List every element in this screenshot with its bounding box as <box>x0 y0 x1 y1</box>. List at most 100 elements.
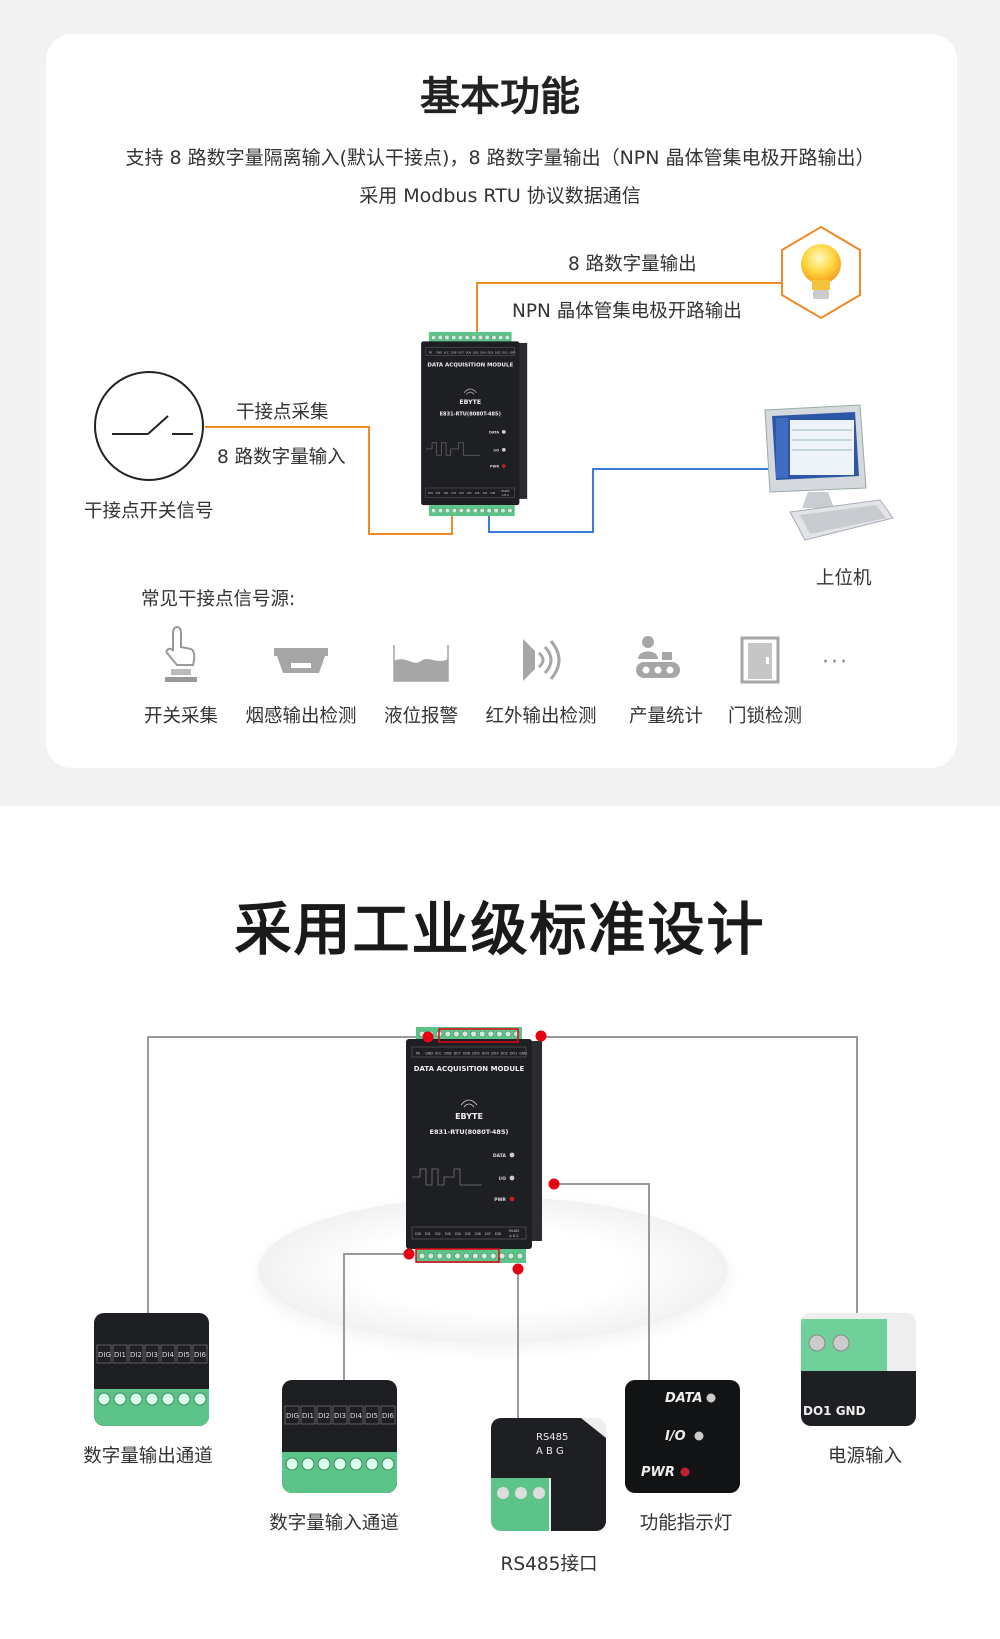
terminal-screw <box>333 1457 347 1471</box>
led-label: DATA <box>493 1153 507 1159</box>
bottom-terminal-block <box>428 505 515 517</box>
terminal-screw <box>317 1457 331 1471</box>
rs485-label: RS485 <box>501 489 510 493</box>
terminal-screw <box>516 1252 524 1260</box>
pin-label: DIG <box>98 1351 111 1359</box>
pin-label: DI4 <box>162 1351 174 1359</box>
thumb-power-input: DO1 GND <box>801 1313 916 1426</box>
thumb-indicator-leds: DATA I/O PWR <box>625 1380 740 1493</box>
host-computer-label: 上位机 <box>816 568 872 589</box>
terminal-screw <box>451 334 457 341</box>
wireless-icon <box>460 1099 478 1108</box>
led-indicator <box>509 1152 515 1158</box>
terminal-screw <box>381 1457 395 1471</box>
pin-label: GND <box>510 350 516 354</box>
terminal-screw <box>491 334 497 341</box>
led-label: DATA <box>489 430 499 434</box>
pin-label: VCC <box>444 350 450 354</box>
connection-lines <box>94 225 894 541</box>
rs485-pins: A B G <box>509 1234 519 1238</box>
device-body <box>421 341 520 506</box>
hand-press-icon <box>165 626 197 682</box>
terminal-screw <box>445 1252 453 1260</box>
pin-label: DI3 <box>334 1412 346 1420</box>
terminal-screw <box>507 508 513 514</box>
terminal-screw <box>479 508 485 514</box>
output-line <box>476 282 781 335</box>
pin-label: DO6 <box>463 1052 470 1056</box>
pin-label: DO2 <box>501 1052 508 1056</box>
led-label: PWR <box>490 465 499 469</box>
thumb-rs485: RS485 A B G <box>491 1418 606 1531</box>
pin-label: DI2 <box>318 1412 330 1420</box>
pin-label: DI6 <box>475 1232 481 1236</box>
module-label: DATA ACQUISITION MODULE <box>414 1065 525 1073</box>
rs485-pins: A B G <box>502 493 509 497</box>
terminal-screw <box>365 1457 379 1471</box>
terminal-screw <box>489 1252 497 1260</box>
pin-label: DO3 <box>488 350 494 354</box>
pin-label: DO7 <box>458 350 464 354</box>
waveform-graphic <box>412 1168 482 1186</box>
terminal-screw <box>507 1252 515 1260</box>
pin-label: DI5 <box>178 1351 190 1359</box>
terminal-screw <box>487 1030 495 1038</box>
callout-line-led <box>554 1183 650 1380</box>
terminal-screw <box>113 1392 127 1406</box>
led-indicator <box>509 1196 515 1202</box>
terminal-screw <box>97 1392 111 1406</box>
led-indicator <box>509 1175 515 1181</box>
pin-label: DO7 <box>454 1052 461 1056</box>
terminal-screw <box>504 1030 512 1038</box>
terminal-screw <box>513 1030 520 1038</box>
terminal-screw <box>285 1457 299 1471</box>
led-label: PWR <box>641 1465 675 1480</box>
source-label: 烟感输出检测 <box>245 706 357 727</box>
terminal-screw <box>301 1457 315 1471</box>
model-label: E831-RTU(8080T-485) <box>440 411 501 417</box>
input-label-2: 8 路数字量输入 <box>217 447 346 468</box>
terminal-screw <box>454 1252 461 1260</box>
pin-label: DO4 <box>480 350 486 354</box>
callout-line-power <box>541 1036 858 1313</box>
terminal-screw <box>435 1030 443 1038</box>
pin-label: DO8 <box>444 1052 451 1056</box>
pin-label: DI4 <box>459 491 464 495</box>
power-pins-label: DO1 GND <box>803 1404 866 1418</box>
terminal-screw <box>498 334 504 341</box>
light-bulb-icon <box>781 225 861 320</box>
terminal-screw <box>477 334 484 341</box>
pin-label: PE <box>429 350 433 354</box>
terminal-screw <box>431 508 437 514</box>
terminal-screw <box>504 334 510 341</box>
callout-label-rs485: RS485接口 <box>500 1554 598 1575</box>
pin-label: DIG <box>286 1412 299 1420</box>
pin-label: DO6 <box>466 350 472 354</box>
pin-label: DI4 <box>350 1412 362 1420</box>
terminal-screw <box>453 1030 460 1038</box>
pin-label: DO3 <box>491 1052 498 1056</box>
switch-signal-label: 干接点开关信号 <box>84 501 214 522</box>
door-icon <box>740 636 780 684</box>
led-indicator <box>501 464 506 469</box>
infrared-icon <box>523 639 561 681</box>
rs485-label: RS485 <box>536 1432 568 1443</box>
section-title-industrial: 采用工业级标准设计 <box>234 897 766 963</box>
led-label: DATA <box>665 1391 703 1406</box>
terminal-screw <box>457 334 464 341</box>
pin-label: DI6 <box>382 1412 394 1420</box>
top-terminal-block <box>428 332 512 343</box>
device-heatsink <box>517 342 528 499</box>
terminal-screw <box>444 334 450 341</box>
model-label: E831-RTU(8080T-485) <box>430 1128 509 1136</box>
terminal-screw <box>418 1252 426 1260</box>
terminal-screw <box>193 1392 207 1406</box>
more-sources-ellipsis: ··· <box>822 650 849 675</box>
pin-label: DI6 <box>194 1351 206 1359</box>
pin-label: DI6 <box>475 491 480 495</box>
pin-label: DI1 <box>436 491 441 495</box>
pin-label: DIG <box>415 1232 422 1236</box>
pin-label: DI3 <box>146 1351 158 1359</box>
